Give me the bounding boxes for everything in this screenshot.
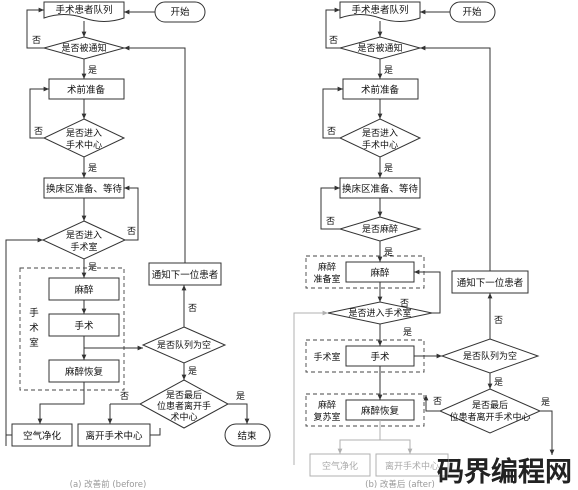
- before-room-char-2: 术: [29, 322, 39, 334]
- before-air-clean-label: 空气净化: [23, 430, 62, 442]
- after-start-label: 开始: [462, 6, 482, 18]
- watermark-text: 码界编程网: [437, 456, 572, 488]
- before-enter-room-label-1: 是否进入: [66, 230, 102, 241]
- after-notify-next-label: 通知下一位患者: [457, 277, 524, 289]
- after-leave-node: [375, 453, 449, 477]
- before-last-patient-no: 否: [120, 391, 129, 402]
- before-end-label: 结束: [237, 430, 257, 442]
- before-queue-label: 手术患者队列: [55, 4, 112, 16]
- after-last-patient-yes: 是: [541, 397, 550, 408]
- before-enter-center-label-1: 是否进入: [66, 128, 102, 139]
- before-end-terminal: [224, 423, 271, 447]
- before-start-label: 开始: [170, 6, 190, 18]
- after-notified-no: 否: [329, 35, 338, 46]
- after-enter-room-yes: 是: [403, 327, 412, 338]
- after-enter-room-label: 是否进入手术室: [348, 307, 411, 319]
- before-operating-room-group: [19, 267, 125, 391]
- before-room-char-3: 室: [29, 337, 39, 349]
- after-notified-label: 是否被通知: [357, 42, 402, 54]
- after-anesthesia-no: 否: [326, 216, 335, 227]
- after-prep-label: 术前准备: [361, 84, 400, 96]
- after-recovery-room-group: [305, 393, 425, 427]
- before-notified-no: 否: [32, 35, 41, 46]
- before-enter-room-label-2: 手术室: [70, 241, 97, 253]
- after-anesthesia-decision-label: 是否麻醉: [362, 223, 398, 235]
- before-flowchart: 开始 手术患者队列 是否被通知 否 是 术前准备 是否进入 手术中心 否 是 换…: [5, 1, 271, 490]
- after-surgery-label: 手术: [370, 351, 390, 363]
- after-queue-node: [339, 1, 421, 22]
- before-queue-empty-yes: 是: [188, 366, 197, 377]
- before-leave-label: 离开手术中心: [85, 430, 143, 442]
- after-last-patient-no: 否: [433, 396, 442, 407]
- after-queue-empty-no: 否: [494, 315, 503, 326]
- after-anesthesia-yes: 是: [384, 247, 393, 258]
- after-enter-center-label-1: 是否进入: [362, 128, 398, 139]
- before-last-patient-label-2: 位患者离开手: [157, 400, 211, 412]
- after-enter-center-yes: 是: [384, 163, 393, 174]
- after-flowchart: 开始 手术患者队列 是否被通知 否 是 术前准备 是否进入 手术中心 否 是 换…: [293, 1, 555, 490]
- after-last-patient-decision: [438, 388, 542, 434]
- before-surgery-label: 手术: [74, 320, 94, 332]
- before-last-patient-label-1: 是否最后: [166, 390, 202, 401]
- before-prep-label: 术前准备: [67, 84, 106, 96]
- before-anesthesia-label: 麻醉: [74, 284, 94, 296]
- before-notified-yes: 是: [88, 65, 97, 76]
- before-queue-empty-label: 是否队列为空: [157, 339, 211, 351]
- after-caption: (b) 改善后 (after): [365, 479, 435, 490]
- before-room-char-1: 手: [29, 307, 39, 319]
- after-queue-label: 手术患者队列: [351, 4, 408, 16]
- after-anes-room-label-1: 麻醉: [318, 261, 336, 273]
- before-last-patient-decision: [138, 379, 230, 429]
- after-last-patient-label-2: 位患者离开手术中心: [449, 411, 530, 423]
- after-leave-label: 离开手术中心: [385, 460, 439, 472]
- before-last-patient-label-3: 术中心: [170, 411, 197, 423]
- after-air-clean-node: [309, 453, 371, 477]
- before-notify-next-label: 通知下一位患者: [152, 269, 219, 281]
- before-queue-empty-no: 否: [188, 303, 197, 314]
- after-anes-room-label-2: 准备室: [313, 273, 340, 285]
- before-notified-label: 是否被通知: [61, 42, 106, 54]
- after-enter-center-label-2: 手术中心: [362, 139, 398, 151]
- before-enter-center-label-2: 手术中心: [66, 139, 102, 151]
- after-notified-yes: 是: [384, 65, 393, 76]
- before-last-patient-yes: 是: [236, 391, 245, 402]
- after-room-label: 手术室: [313, 351, 340, 363]
- after-enter-center-no: 否: [327, 126, 336, 137]
- after-last-patient-label-1: 是否最后: [472, 400, 508, 411]
- before-caption: (a) 改善前 (before): [70, 479, 147, 490]
- after-wait-label: 换床区准备、等待: [342, 183, 419, 195]
- after-recovery-room-label-2: 复苏室: [313, 411, 340, 423]
- before-enter-center-yes: 是: [88, 163, 97, 174]
- after-recovery-label: 麻醉恢复: [361, 405, 400, 417]
- after-air-clean-label: 空气净化: [322, 460, 358, 472]
- before-enter-room-yes: 是: [88, 262, 97, 273]
- after-enter-room-no: 否: [400, 298, 409, 309]
- before-enter-room-no: 否: [127, 226, 136, 237]
- after-queue-empty-yes: 是: [494, 377, 503, 388]
- after-anesthesia-label: 麻醉: [370, 267, 390, 279]
- after-queue-empty-label: 是否队列为空: [463, 350, 517, 362]
- before-queue-node: [43, 1, 125, 22]
- before-wait-label: 换床区准备、等待: [46, 183, 123, 195]
- after-recovery-room-label-1: 麻醉: [318, 399, 336, 411]
- before-enter-center-no: 否: [34, 126, 43, 137]
- before-recovery-label: 麻醉恢复: [65, 366, 104, 378]
